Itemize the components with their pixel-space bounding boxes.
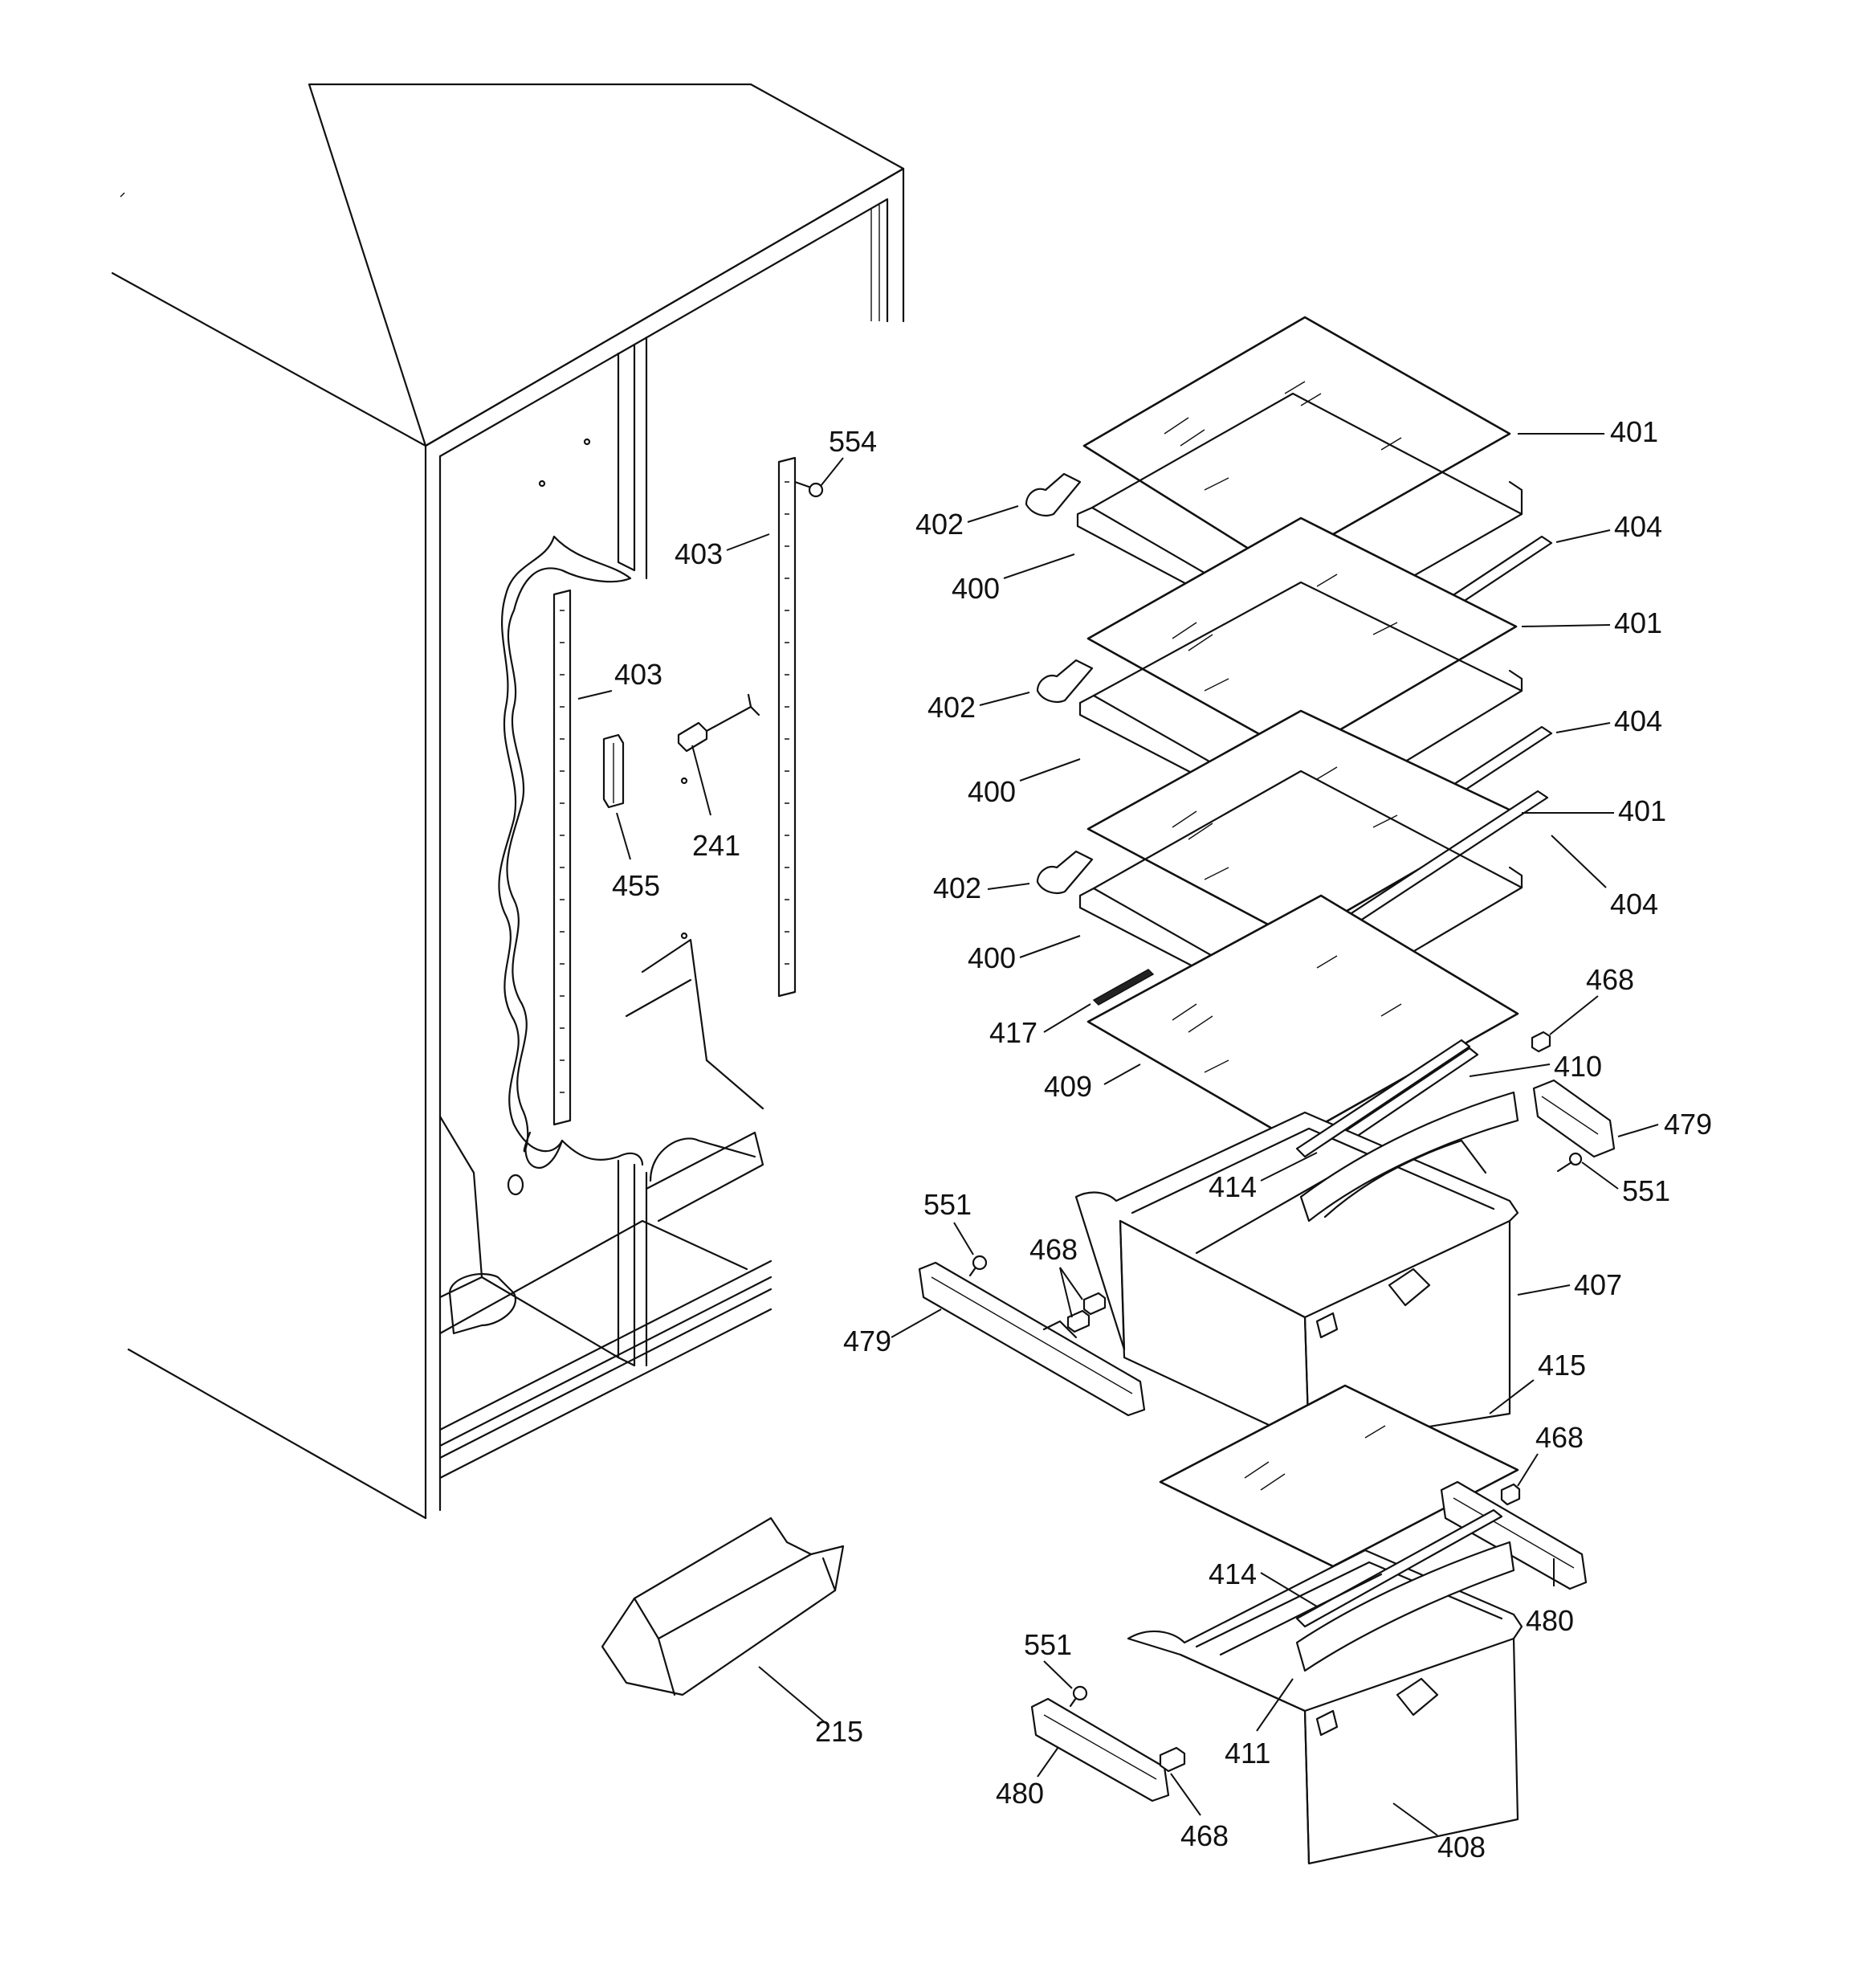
callout-468-left-pair: 468 — [1029, 1233, 1078, 1266]
callout-403-right-rail: 403 — [675, 537, 723, 570]
callout-404-middle: 404 — [1614, 704, 1662, 737]
callout-401-top: 401 — [1610, 415, 1658, 448]
stop-468-lower-right — [1500, 1483, 1521, 1506]
callout-215: 215 — [815, 1715, 863, 1748]
cabinet-bottom-edge — [127, 1348, 427, 1520]
crisper-drawer-407 — [1074, 1091, 1519, 1447]
cabinet-side-edge — [111, 271, 427, 1520]
bracket-402-top — [1025, 472, 1082, 517]
callout-414-upper: 414 — [1209, 1170, 1257, 1203]
glass-415 — [1159, 1384, 1519, 1568]
cover-frame-411 — [1219, 1573, 1383, 1656]
callout-468-lower-right: 468 — [1535, 1421, 1584, 1454]
shelf-rail-left — [552, 589, 572, 1126]
trim-417 — [1092, 969, 1155, 1006]
part-241-socket — [677, 693, 760, 753]
cabinet-top-panel — [308, 83, 905, 447]
refrigerator-cabinet — [111, 83, 905, 1520]
callout-468-lower-left: 468 — [1180, 1819, 1229, 1852]
callout-480-left: 480 — [996, 1777, 1044, 1810]
screw-554 — [793, 480, 824, 498]
callout-401-bottom: 401 — [1618, 794, 1666, 827]
divider-414-upper — [1295, 1039, 1471, 1158]
callout-407: 407 — [1574, 1268, 1622, 1301]
door-bin-215 — [601, 1517, 845, 1696]
part-455-clip — [602, 733, 625, 809]
callout-403-left-rail: 403 — [614, 658, 662, 691]
stop-468-lower-left — [1159, 1746, 1186, 1773]
callout-551-left-lower: 551 — [1024, 1628, 1072, 1661]
glass-shelf-401-top — [1082, 316, 1511, 568]
callout-409: 409 — [1044, 1070, 1092, 1103]
callout-554: 554 — [829, 425, 877, 458]
callout-479-left: 479 — [843, 1325, 891, 1357]
callout-404-bottom: 404 — [1610, 888, 1658, 921]
callout-400-bottom: 400 — [968, 941, 1016, 974]
callout-551-left-upper: 551 — [923, 1188, 972, 1221]
screw-551-right — [1556, 1152, 1583, 1173]
divider-414-lower — [1295, 1508, 1503, 1628]
callout-468-upper-right: 468 — [1586, 963, 1634, 996]
slide-479-right — [1532, 1079, 1616, 1158]
callout-402-middle: 402 — [927, 691, 976, 724]
callout-labels: 554 403 403 241 455 401 402 400 404 401 … — [612, 415, 1712, 1863]
stop-468-upper-right — [1531, 1031, 1551, 1053]
callout-241: 241 — [692, 829, 740, 862]
callout-410: 410 — [1554, 1050, 1602, 1083]
callout-411: 411 — [1225, 1737, 1270, 1770]
screw-551-left-lower — [1069, 1685, 1088, 1708]
bracket-402-middle — [1036, 659, 1094, 704]
slide-480-left — [1030, 1697, 1170, 1802]
callout-401-middle: 401 — [1614, 606, 1662, 639]
callout-479-right: 479 — [1664, 1108, 1712, 1141]
callout-455: 455 — [612, 869, 660, 902]
callout-414-lower: 414 — [1209, 1557, 1257, 1590]
slide-479-left — [918, 1261, 1146, 1417]
callout-480-right: 480 — [1526, 1604, 1574, 1637]
callout-415: 415 — [1538, 1349, 1586, 1382]
callout-402-top: 402 — [915, 508, 964, 541]
glass-shelf-401-middle — [1086, 516, 1518, 757]
cabinet-front-top-frame — [424, 167, 905, 447]
stop-468-left-pair — [1066, 1292, 1107, 1333]
callout-400-top: 400 — [952, 572, 1000, 605]
callout-417: 417 — [989, 1016, 1037, 1049]
callout-404-top: 404 — [1614, 510, 1662, 543]
screw-551-left-upper — [968, 1255, 988, 1277]
callout-400-middle: 400 — [968, 775, 1016, 808]
cabinet-floor-recess — [448, 1273, 517, 1335]
leader-lines — [577, 433, 1659, 1836]
shelf-rail-right — [777, 456, 797, 998]
bracket-402-bottom — [1036, 850, 1094, 895]
crisper-drawer-408 — [1127, 1541, 1523, 1865]
callout-551-right: 551 — [1622, 1174, 1670, 1207]
slide-480-right — [1440, 1480, 1588, 1590]
crisper-cover-glass-409 — [1086, 894, 1519, 1142]
cabinet-cutaway-edge — [506, 535, 644, 1169]
callout-402-bottom: 402 — [933, 872, 981, 904]
callout-408: 408 — [1437, 1831, 1486, 1863]
